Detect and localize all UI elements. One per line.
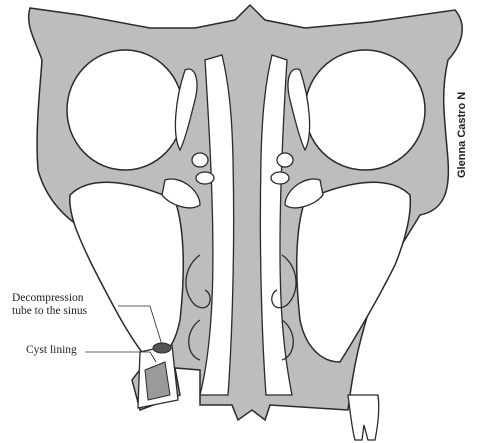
right-orbit [305,50,425,170]
tooth [348,395,379,440]
left-orbit [67,50,183,170]
left-maxillary-sinus [70,182,184,362]
cyst-lining-box [138,345,178,408]
right-maxillary-sinus [297,182,411,362]
artist-signature: Glenna Castro N [456,92,468,178]
cyst-lining-label: Cyst lining [26,344,77,356]
decompression-label-line2: tube to the sinus [12,305,87,317]
decompression-label-line1: Decompression [12,292,84,304]
